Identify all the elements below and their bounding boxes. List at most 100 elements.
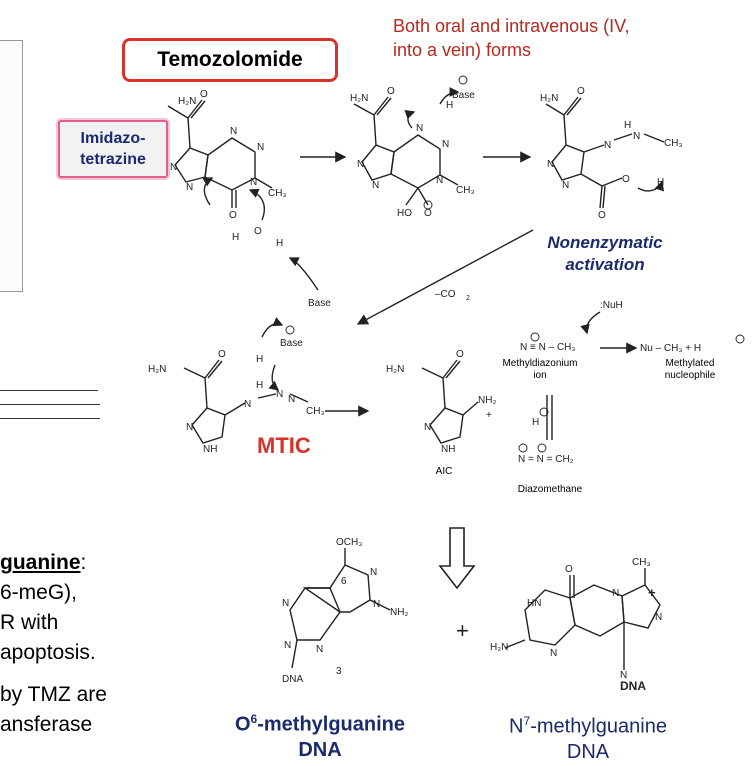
svg-text:N: N — [282, 598, 289, 609]
intermediate-structure-2 — [545, 96, 665, 209]
svg-text:O: O — [254, 226, 262, 237]
svg-text:N: N — [562, 180, 569, 191]
forms-note: Both oral and intravenous (IV, into a ve… — [393, 14, 733, 62]
svg-text:CH₃: CH₃ — [306, 406, 325, 417]
svg-text:H₂N: H₂N — [148, 364, 166, 375]
aic-structure — [421, 359, 479, 444]
o6-methylguanine-structure — [289, 548, 391, 669]
svg-text:DNA: DNA — [620, 679, 646, 693]
svg-text:2: 2 — [466, 295, 470, 302]
curved-arrow — [637, 180, 664, 192]
svg-text:H: H — [276, 238, 283, 249]
left-line — [0, 404, 100, 405]
left-line-4: apoptosis. — [0, 641, 96, 664]
svg-text:NH: NH — [441, 444, 455, 455]
curved-arrow — [288, 257, 319, 291]
svg-text:HN: HN — [527, 598, 541, 609]
curved-arrow — [248, 188, 266, 221]
left-line-1: guanine: — [0, 551, 87, 574]
n7-caption-line1: N7-methylguanine — [509, 714, 667, 738]
svg-text:O: O — [424, 208, 432, 219]
svg-text:HO: HO — [397, 208, 412, 219]
svg-text:O: O — [565, 564, 573, 575]
temozolomide-title-box: Temozolomide — [122, 38, 338, 82]
left-line — [0, 390, 98, 391]
svg-text:+: + — [486, 410, 492, 421]
mtic-label: MTIC — [257, 433, 311, 458]
svg-text:H₂N: H₂N — [540, 93, 558, 104]
svg-text:N: N — [655, 612, 662, 623]
svg-text:N: N — [284, 640, 291, 651]
svg-text:N: N — [257, 142, 264, 153]
svg-text:O: O — [218, 349, 226, 360]
svg-text:N: N — [436, 175, 443, 186]
mtic-structure — [183, 359, 309, 444]
left-line-3: R with — [0, 611, 59, 634]
svg-text:3: 3 — [336, 666, 342, 677]
imidazo-line1: Imidazo- — [80, 130, 146, 147]
svg-text:O: O — [622, 174, 630, 185]
svg-text:N: N — [186, 422, 193, 433]
temozolomide-title: Temozolomide — [157, 48, 303, 71]
curved-arrow — [261, 317, 284, 338]
left-paragraph: guanine: 6-meG), R with apoptosis. by TM… — [0, 548, 190, 740]
co2-label: –CO — [435, 289, 456, 300]
svg-text:Base: Base — [452, 90, 475, 101]
svg-text:N: N — [620, 670, 627, 681]
svg-text:CH₃: CH₃ — [268, 188, 287, 199]
svg-text:Base: Base — [280, 338, 303, 349]
diazomethane-label: Diazomethane — [517, 484, 583, 495]
left-line-2: 6-meG), — [0, 581, 78, 604]
imidazotetrazine-label: Imidazo- tetrazine — [58, 120, 168, 178]
svg-text:H: H — [532, 417, 539, 428]
methyldiazonium-line2: ion — [533, 370, 547, 381]
svg-text:N: N — [547, 159, 554, 170]
methylated-nucleophile-label: Methylated nucleophile — [650, 358, 730, 382]
reaction-arrow-3 — [356, 229, 534, 325]
svg-text:H: H — [256, 354, 263, 365]
svg-text:NH₂: NH₂ — [478, 395, 496, 406]
svg-text:N: N — [357, 159, 364, 170]
svg-text:H₂N: H₂N — [490, 642, 508, 653]
svg-text:O: O — [598, 210, 606, 221]
svg-text:N: N — [633, 131, 640, 142]
svg-text:N: N — [230, 126, 237, 137]
svg-text:Nu – CH₃ + H: Nu – CH₃ + H — [640, 343, 701, 354]
o6-caption-line1: O6-methylguanine — [234, 712, 406, 736]
nonenzymatic-line1: Nonenzymatic — [547, 233, 663, 252]
plus-sign: + — [456, 618, 469, 643]
forms-note-line2: into a vein) forms — [393, 40, 532, 60]
nuh-label: :NuH — [600, 300, 623, 311]
o6-caption-line2: DNA — [298, 738, 342, 761]
svg-text:CH₃: CH₃ — [632, 557, 651, 568]
svg-text:H₂N: H₂N — [350, 93, 368, 104]
svg-text:H: H — [657, 177, 664, 188]
svg-text:Base: Base — [308, 298, 331, 309]
forms-note-line1: Both oral and intravenous (IV, — [393, 16, 630, 36]
nonenzymatic-activation-label: Nonenzymatic activation — [520, 232, 690, 276]
svg-text:H: H — [256, 380, 263, 391]
methylated-line2: nucleophile — [664, 370, 716, 381]
left-panel-edge — [0, 40, 23, 292]
svg-text:H: H — [624, 120, 631, 131]
svg-text:H₂N: H₂N — [386, 364, 404, 375]
svg-text:N: N — [170, 162, 177, 173]
svg-text:N: N — [442, 139, 449, 150]
n7-caption-line2: DNA — [566, 740, 610, 763]
n7-methylguanine-caption: N7-methylguanine DNA — [458, 709, 718, 765]
svg-text:O: O — [577, 86, 585, 97]
curved-arrow — [202, 177, 214, 206]
down-arrow-icon — [438, 527, 476, 590]
curved-arrow — [439, 87, 460, 105]
svg-text:O: O — [456, 349, 464, 360]
intermediate-structure-1 — [353, 96, 459, 206]
svg-text:O: O — [387, 86, 395, 97]
imidazo-line2: tetrazine — [80, 151, 146, 168]
svg-text:N: N — [416, 123, 423, 134]
svg-text:N: N — [316, 644, 323, 655]
svg-text:DNA: DNA — [282, 674, 303, 685]
aic-label: AIC — [435, 466, 453, 477]
svg-text:N = N = CH₂: N = N = CH₂ — [518, 454, 574, 465]
svg-text:H: H — [446, 100, 453, 111]
